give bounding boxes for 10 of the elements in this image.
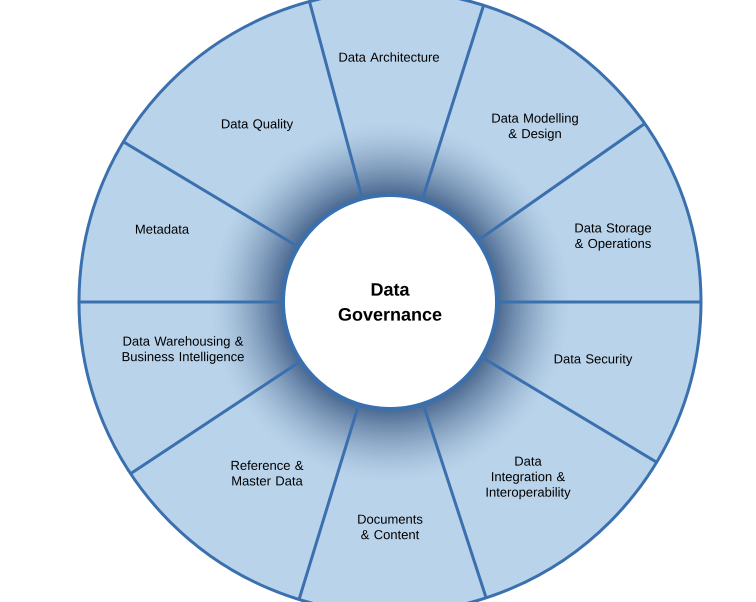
segment-label: Reference & Master Data — [232, 460, 304, 486]
segment-label: Data Integration & Interoperability — [486, 456, 571, 500]
segment-label: Metadata — [136, 224, 190, 234]
segment-label: Data Security — [554, 354, 632, 366]
segment-label: Data Modelling & Design — [492, 113, 578, 141]
segment-label: Data Quality — [222, 118, 294, 132]
segment-label: Data Storage & Operations — [575, 223, 652, 251]
segment-label: Documents & Content — [358, 514, 422, 540]
segment-label: Data Warehousing & Business Intelligence — [122, 336, 244, 364]
segment-label: Data Architecture — [340, 52, 439, 62]
